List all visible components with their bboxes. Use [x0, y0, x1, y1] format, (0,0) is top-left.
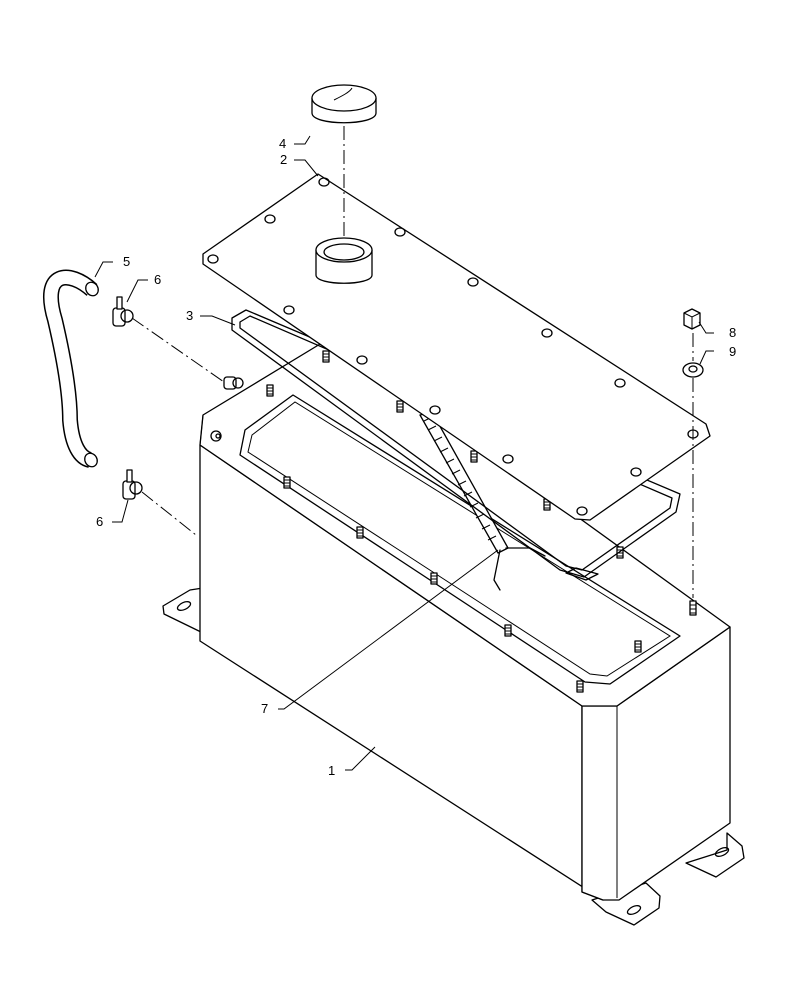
rim-stud: [430, 572, 438, 585]
callout-7: 7: [261, 701, 268, 716]
rim-stud: [266, 384, 274, 397]
tank-breather-port: [223, 376, 244, 390]
callout-1: 1: [328, 763, 335, 778]
hose-fitting-upper: [112, 296, 134, 327]
breather-hose: [42, 269, 99, 468]
callout-4: 4: [279, 136, 286, 151]
filler-neck: [315, 237, 373, 284]
cover-bolt-hole: [356, 355, 368, 365]
corner-stud: [689, 600, 697, 616]
cover-bolt-hole: [630, 467, 642, 477]
cover-bolt-hole: [429, 405, 441, 415]
cover-bolt-hole: [467, 277, 479, 287]
callout-6-upper: 6: [154, 272, 161, 287]
cover-bolt-hole: [318, 177, 330, 187]
rim-stud: [322, 350, 330, 363]
cover-bolt-hole: [576, 506, 588, 516]
tank-top-opening: [239, 394, 681, 685]
flat-washer: [682, 362, 704, 378]
rim-stud: [356, 526, 364, 539]
cover-bolt-hole: [614, 378, 626, 388]
rim-stud: [576, 680, 584, 693]
assembly-center-lines: [131, 126, 694, 598]
callout-3: 3: [186, 308, 193, 323]
cover-bolt-hole: [264, 214, 276, 224]
rim-stud: [470, 450, 478, 463]
hose-fitting-lower: [122, 469, 143, 500]
callout-5: 5: [123, 254, 130, 269]
cover-bolt-hole: [207, 254, 219, 264]
callout-9: 9: [729, 344, 736, 359]
cover-bolt-hole: [502, 454, 514, 464]
leader-lines: [94, 135, 714, 771]
rim-stud: [283, 476, 291, 489]
rim-stud: [504, 624, 512, 637]
tank-right-foot-lower: [591, 882, 661, 926]
callout-2: 2: [280, 152, 287, 167]
cover-bolt-hole: [283, 305, 295, 315]
callout-8: 8: [729, 325, 736, 340]
rim-stud: [634, 640, 642, 653]
callout-labels: 1 2 3 4 5 6 6 7 8 9: [96, 136, 736, 778]
cover-bolt-hole: [394, 227, 406, 237]
tank-body: [162, 337, 745, 926]
cover-bolt-hole: [541, 328, 553, 338]
rim-stud: [396, 400, 404, 413]
hex-nut: [683, 308, 701, 330]
callout-6-lower: 6: [96, 514, 103, 529]
filler-cap: [311, 84, 377, 124]
